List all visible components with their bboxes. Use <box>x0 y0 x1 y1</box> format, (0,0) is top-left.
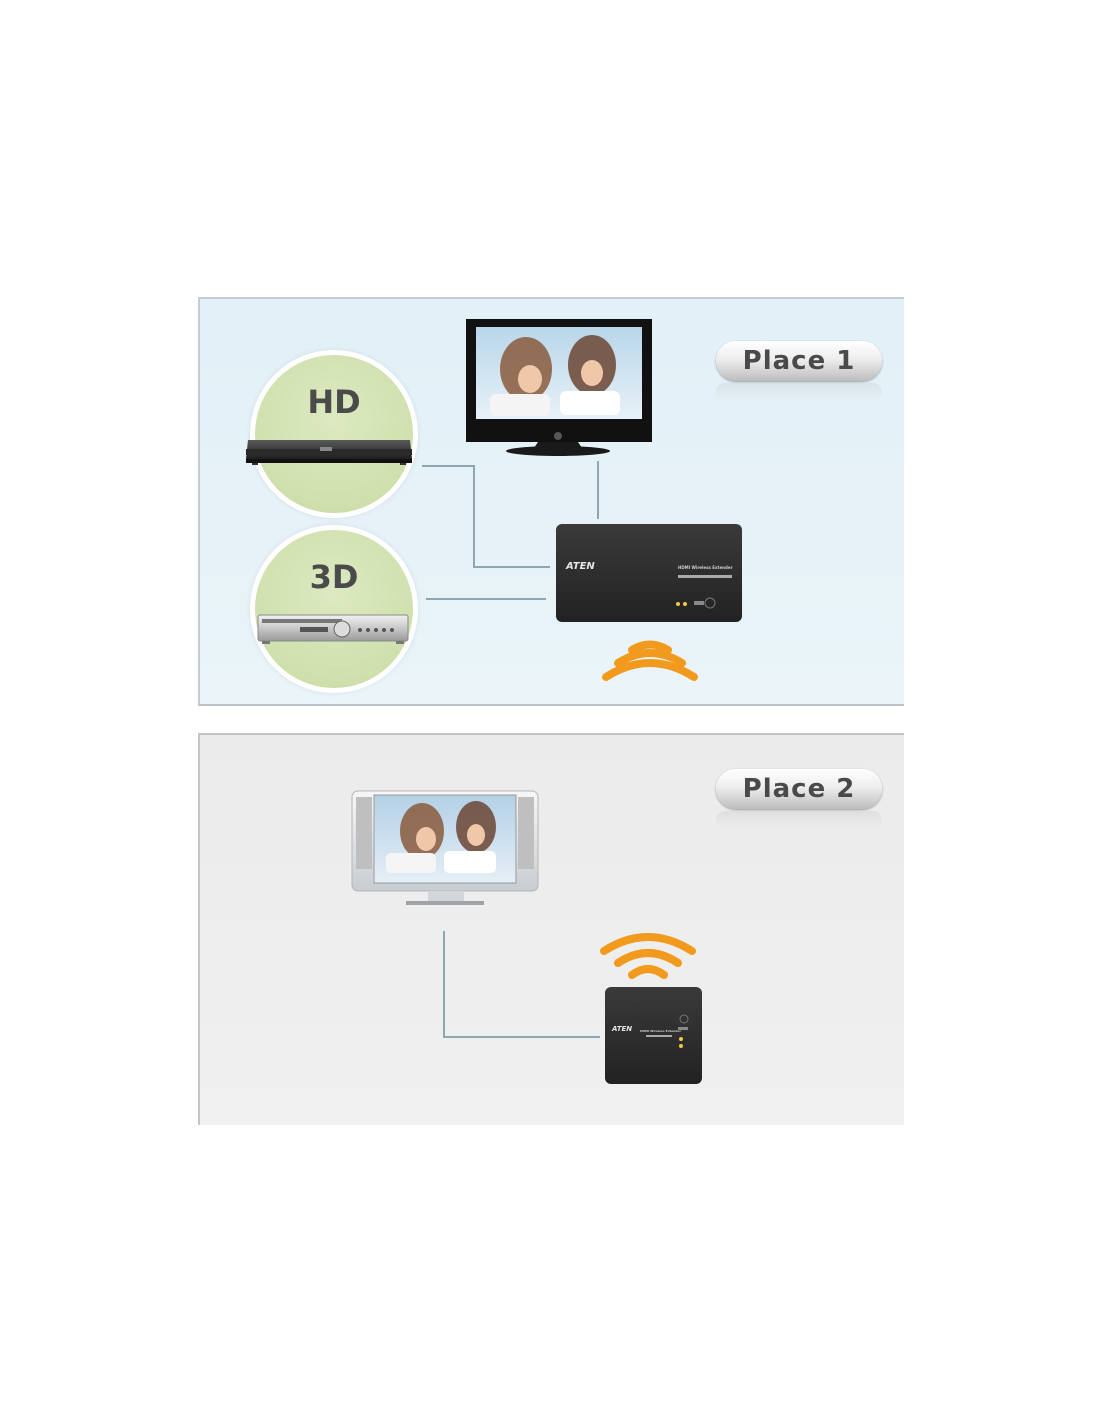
hd-source-circle: HD <box>250 350 418 518</box>
hd-label: HD <box>307 383 361 421</box>
place-1-badge: Place 1 <box>716 341 882 381</box>
transmitter-model: HDMI Wireless Extender <box>678 565 733 570</box>
receiver-device <box>605 987 702 1084</box>
silver-tv <box>351 790 539 905</box>
place-1-badge-reflection <box>716 383 882 401</box>
place-2-badge: Place 2 <box>716 769 882 809</box>
3d-label: 3D <box>309 558 359 596</box>
receiver-brand: ATEN <box>612 1025 633 1033</box>
hd-to-transmitter-line <box>422 465 550 568</box>
place-1-panel: Place 1 HD 3D <box>198 297 904 706</box>
receiver-model: HDMI Wireless Extender <box>640 1029 681 1033</box>
connector-lines <box>422 461 599 600</box>
receiver-wifi-icon <box>600 933 696 979</box>
tv-to-receiver-line <box>443 931 600 1038</box>
flat-screen-tv <box>466 319 652 456</box>
3d-source-circle: 3D <box>250 525 418 693</box>
transmitter-device <box>556 524 742 622</box>
transmitter-brand: ATEN <box>566 561 595 572</box>
place-2-badge-reflection <box>716 811 882 829</box>
hd-player-device <box>246 440 412 465</box>
transmitter-wifi-icon <box>602 640 698 681</box>
3d-player-device <box>257 614 409 644</box>
place-2-panel: Place 2 <box>198 733 904 1125</box>
